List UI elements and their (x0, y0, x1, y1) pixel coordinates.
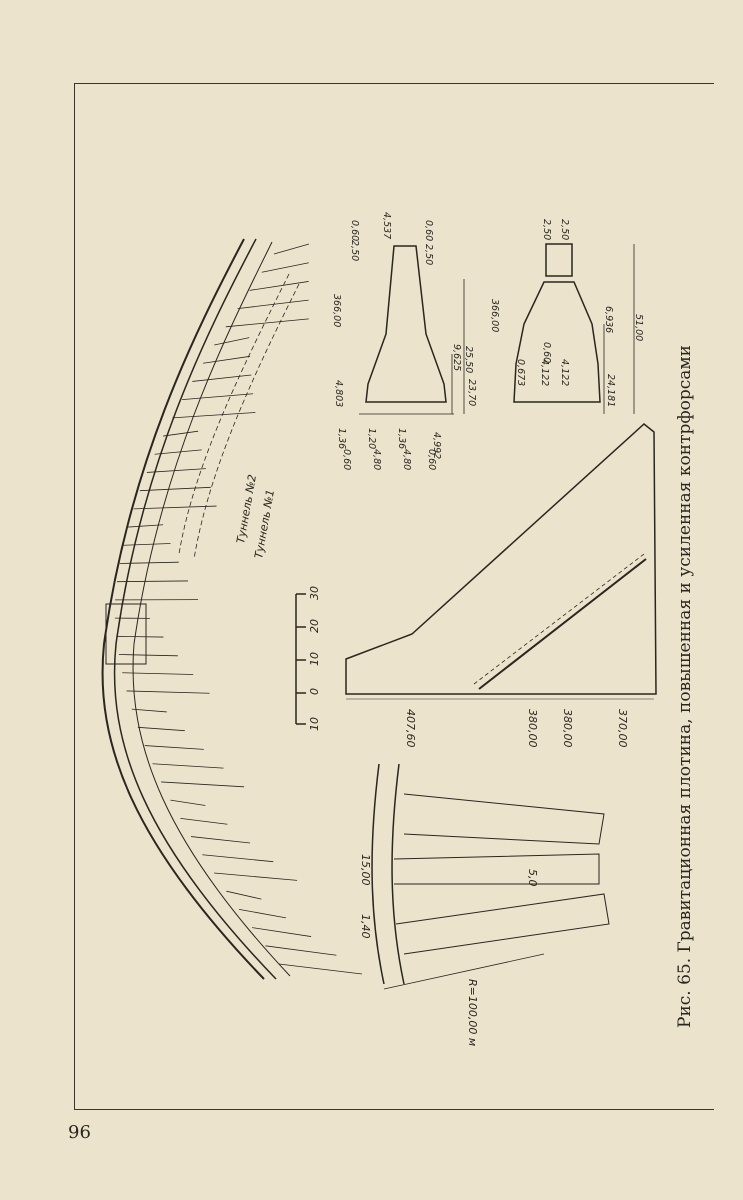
buttress-line (163, 430, 199, 437)
sec-right-label-6: 0,673 (515, 359, 526, 386)
buttress-line (137, 726, 185, 732)
sec-left-label-16: 4,80 (401, 449, 412, 470)
buttress-line (128, 524, 164, 528)
sec-left-label-0: 4,537 (381, 212, 392, 239)
sec-left-label-2: 2,50 (349, 240, 360, 261)
detail-labels: 1,40 15,00 5,0R=100,00 м (359, 854, 539, 1046)
buttress-lines (114, 243, 363, 975)
figure-caption: Рис. 65. Гравитационная плотина, повышен… (675, 345, 695, 1028)
section-right-labels: 2,50 2,50 366,00 6,936 51,00 0,60 0,673 4,122 4,… (489, 219, 644, 407)
scale-tick-20: 20 (308, 619, 321, 633)
buttress-line (191, 836, 251, 844)
buttress-line (119, 561, 179, 564)
buttress-line (202, 854, 274, 863)
profile-view: 407,60 380,00 380,00 370,00 (345, 423, 657, 748)
profile-level-0: 407,60 (404, 709, 417, 748)
figure-drawing: Рис. 65. Гравитационная плотина, повышен… (101, 212, 695, 1046)
buttress-line (252, 927, 312, 937)
sec-right-label-8: 4,122 (559, 359, 570, 386)
section-left: 4,5370,602,500,602,50366,0025,509,62523,… (331, 212, 477, 470)
sec-right-label-1: 2,50 (559, 219, 570, 240)
scale-bar: 10 0 10 20 30 (295, 586, 321, 731)
buttress-line (118, 654, 178, 657)
sec-left-label-10: 1,36 (336, 428, 347, 449)
buttress-line (154, 449, 202, 455)
buttress-line (172, 412, 256, 419)
buttress-line (203, 355, 251, 364)
buttress-line (214, 872, 298, 881)
sec-left-label-17: 0,60 (426, 449, 437, 470)
buttress-line (122, 672, 194, 675)
sec-left-label-12: 1,36 (396, 428, 407, 449)
buttress-line (144, 745, 204, 750)
buttress-line (265, 945, 337, 956)
profile-level-1: 380,00 (526, 709, 539, 748)
sec-left-label-4: 2,50 (423, 244, 434, 265)
buttress-line (182, 393, 254, 401)
buttress-line (161, 781, 245, 788)
sec-left-label-13: 4,992 (431, 432, 442, 459)
detail-label-3: R=100,00 м (466, 979, 479, 1046)
buttress-line (192, 374, 252, 382)
sec-left-label-11: 1,20 (366, 428, 377, 449)
buttress-line (131, 708, 167, 713)
buttress-line (238, 908, 287, 919)
sec-left-label-1: 0,60 (349, 220, 360, 241)
section-right: 2,50 2,50 366,00 6,936 51,00 0,60 0,673 4,122 4,… (489, 219, 644, 414)
buttress-line (123, 543, 171, 546)
tunnel-1-label: Туннель №1 (252, 488, 277, 559)
frame-left-rule (74, 83, 75, 1110)
scale-tick-0: 0 (308, 688, 321, 695)
frame-bottom-rule (74, 1109, 714, 1110)
profile-level-labels: 407,60 380,00 380,00 370,00 (404, 709, 629, 748)
sec-left-label-3: 0,60 (423, 220, 434, 241)
scale-tick-10-neg: 10 (308, 717, 321, 731)
buttress-line (116, 635, 164, 638)
sec-left-label-7: 9,625 (451, 344, 462, 371)
sec-right-label-2: 366,00 (489, 299, 500, 332)
buttress-line (273, 243, 310, 255)
buttress-line (133, 505, 217, 510)
sec-right-label-5: 0,60 (541, 342, 552, 363)
buttress-line (226, 890, 262, 900)
buttress-line (249, 281, 309, 291)
sec-left-label-6: 25,50 (463, 346, 474, 373)
detail-view: 1,40 15,00 5,0R=100,00 м (359, 763, 610, 1046)
buttress-line (180, 817, 228, 825)
profile-level-2: 380,00 (561, 709, 574, 748)
scale-tick-30: 30 (308, 586, 321, 600)
detail-label-2: 5,0 (526, 869, 539, 887)
buttress-line (126, 690, 210, 694)
sec-right-label-3: 6,936 (603, 306, 614, 333)
buttress-line (278, 963, 363, 975)
detail-label-0: 1,40 (359, 914, 372, 939)
buttress-line (170, 799, 206, 806)
profile-level-3: 370,00 (616, 709, 629, 748)
sec-left-label-8: 23,70 (466, 379, 477, 406)
buttress-line (152, 763, 224, 769)
buttress-line (214, 337, 250, 346)
buttress-line (261, 262, 309, 273)
sec-left-label-14: 0,60 (341, 449, 352, 470)
sec-right-label-4: 51,00 (633, 314, 644, 341)
buttress-line (237, 299, 309, 310)
buttress-line (139, 486, 211, 492)
buttress-line (225, 318, 309, 328)
frame-top-rule (74, 83, 714, 84)
detail-label-1: 15,00 (359, 854, 372, 886)
sec-left-label-9: 4,803 (333, 380, 344, 407)
section-left-labels: 4,5370,602,500,602,50366,0025,509,62523,… (331, 212, 477, 470)
sec-right-label-0: 2,50 (541, 219, 552, 240)
page-number: 96 (68, 1122, 91, 1143)
sec-right-label-7: 4,122 (539, 359, 550, 386)
sec-left-label-15: 4,80 (371, 449, 382, 470)
sec-left-label-5: 366,00 (331, 294, 342, 327)
buttress-line (116, 580, 188, 583)
scale-tick-10: 10 (308, 652, 321, 666)
buttress-line (146, 468, 206, 473)
sec-right-label-9: 24,181 (605, 374, 616, 407)
plan-view: Туннель №2 Туннель №1 (101, 238, 363, 980)
